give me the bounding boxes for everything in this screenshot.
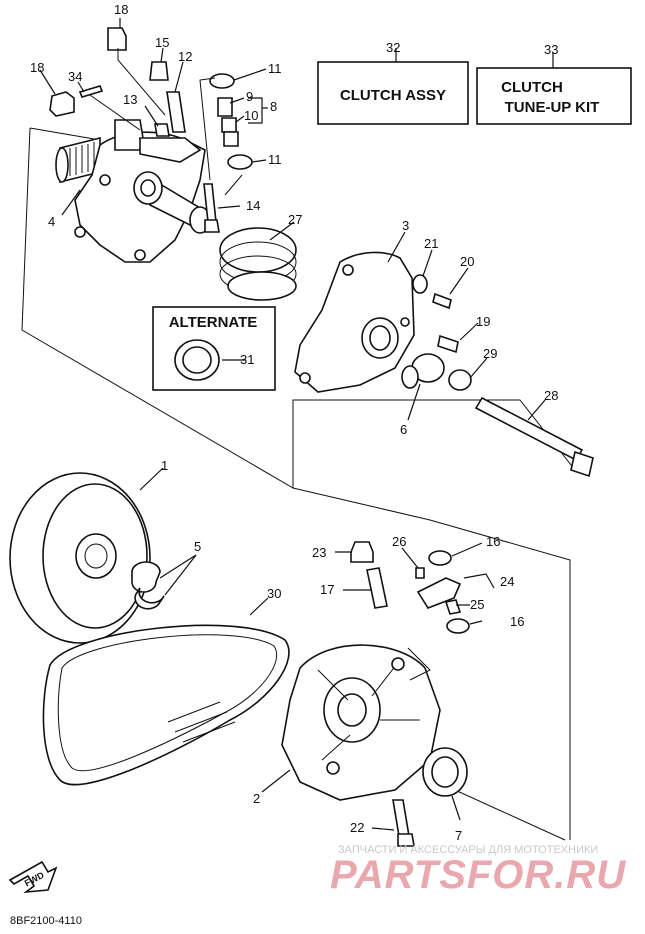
tune-up-label-line1: CLUTCH [501, 79, 563, 96]
part-11-washer-top [209, 73, 235, 89]
part-24-weight [416, 577, 462, 609]
callout-5: 5 [194, 539, 201, 554]
part-16-washer-top [428, 550, 452, 566]
callout-25: 25 [470, 597, 484, 612]
clutch-assy-label: CLUTCH ASSY [340, 87, 446, 104]
callout-4: 4 [48, 214, 55, 229]
part-23-nut [350, 541, 374, 563]
callout-29: 29 [483, 346, 497, 361]
part-17-pin [366, 567, 388, 609]
watermark-tagline: ЗАПЧАСТИ И АКСЕССУАРЫ ДЛЯ МОТОТЕХНИКИ [338, 844, 598, 856]
callout-19: 19 [476, 314, 490, 329]
callout-20: 20 [460, 254, 474, 269]
part-22-bolt [392, 799, 410, 837]
callout-33: 33 [544, 42, 558, 57]
callout-12: 12 [178, 49, 192, 64]
callout-24: 24 [500, 574, 514, 589]
part-18-left [49, 91, 75, 117]
callout-9: 9 [246, 89, 253, 104]
fwd-arrow-icon: FWD [8, 860, 58, 894]
callout-3: 3 [402, 218, 409, 233]
callout-14: 14 [246, 198, 260, 213]
callout-16-bottom: 16 [510, 614, 524, 629]
part-9 [217, 97, 233, 117]
alternate-label: ALTERNATE [169, 314, 258, 331]
callout-11-top: 11 [268, 61, 282, 76]
callout-26: 26 [392, 534, 406, 549]
part-15-nut [149, 61, 169, 81]
callout-numbers: 18 15 12 18 34 13 11 9 8 10 11 14 4 27 3… [30, 2, 558, 843]
callout-17: 17 [320, 582, 334, 597]
callout-2: 2 [253, 791, 260, 806]
callout-15: 15 [155, 35, 169, 50]
cover-hardware [401, 274, 594, 478]
watermark: ЗАПЧАСТИ И АКСЕССУАРЫ ДЛЯ МОТОТЕХНИКИ PA… [330, 844, 626, 897]
callout-18-left: 18 [30, 60, 44, 75]
leader-lines [39, 18, 554, 831]
part-29-nut [448, 369, 472, 391]
part-21-washer [412, 274, 428, 294]
diagram-code: 8BF2100-4110 [10, 915, 82, 927]
callout-21: 21 [424, 236, 438, 251]
part-19-bolt [437, 334, 459, 354]
part-34-pin [78, 85, 104, 98]
callout-7: 7 [455, 828, 462, 843]
callout-13: 13 [123, 92, 137, 107]
callout-32: 32 [386, 40, 400, 55]
part-16-washer-bottom [446, 618, 470, 634]
callout-10: 10 [244, 108, 258, 123]
part-12-sleeve [166, 91, 186, 133]
tune-up-kit-box: CLUTCH TUNE-UP KIT [476, 67, 632, 125]
callout-27: 27 [288, 212, 302, 227]
callout-31: 31 [240, 352, 254, 367]
callout-30: 30 [267, 586, 281, 601]
part-5-bushings [131, 561, 165, 610]
watermark-logo: PARTSFOR.RU [330, 853, 626, 897]
callout-16-top: 16 [486, 534, 500, 549]
part-10 [221, 117, 237, 133]
tune-up-label-line2: TUNE-UP KIT [505, 99, 600, 116]
callout-28: 28 [544, 388, 558, 403]
callout-8: 8 [270, 99, 277, 114]
secondary-sheave-2 [281, 644, 441, 801]
sheave-spider-assembly [55, 119, 211, 263]
part-28-bolt [474, 396, 584, 462]
callout-22: 22 [350, 820, 364, 835]
callout-34: 34 [68, 69, 82, 84]
callout-23: 23 [312, 545, 326, 560]
callout-1: 1 [161, 458, 168, 473]
callout-6: 6 [400, 422, 407, 437]
callout-18-top: 18 [114, 2, 128, 17]
part-20-bolt [432, 292, 452, 310]
sheave-1 [9, 472, 151, 644]
part-26 [415, 567, 425, 579]
part-25 [444, 599, 462, 615]
spring-27 [219, 227, 297, 301]
part-11-washer-bottom [227, 154, 253, 170]
alternate-box [152, 306, 276, 391]
assembly-outline [21, 127, 576, 841]
clutch-assy-box: CLUTCH ASSY [317, 61, 469, 125]
secondary-hardware [350, 541, 470, 847]
drive-belt-30 [42, 624, 290, 786]
part-13-screw [154, 123, 170, 137]
cover-3 [294, 251, 415, 393]
callout-11-bottom: 11 [268, 152, 282, 167]
part-18-top [107, 27, 127, 51]
